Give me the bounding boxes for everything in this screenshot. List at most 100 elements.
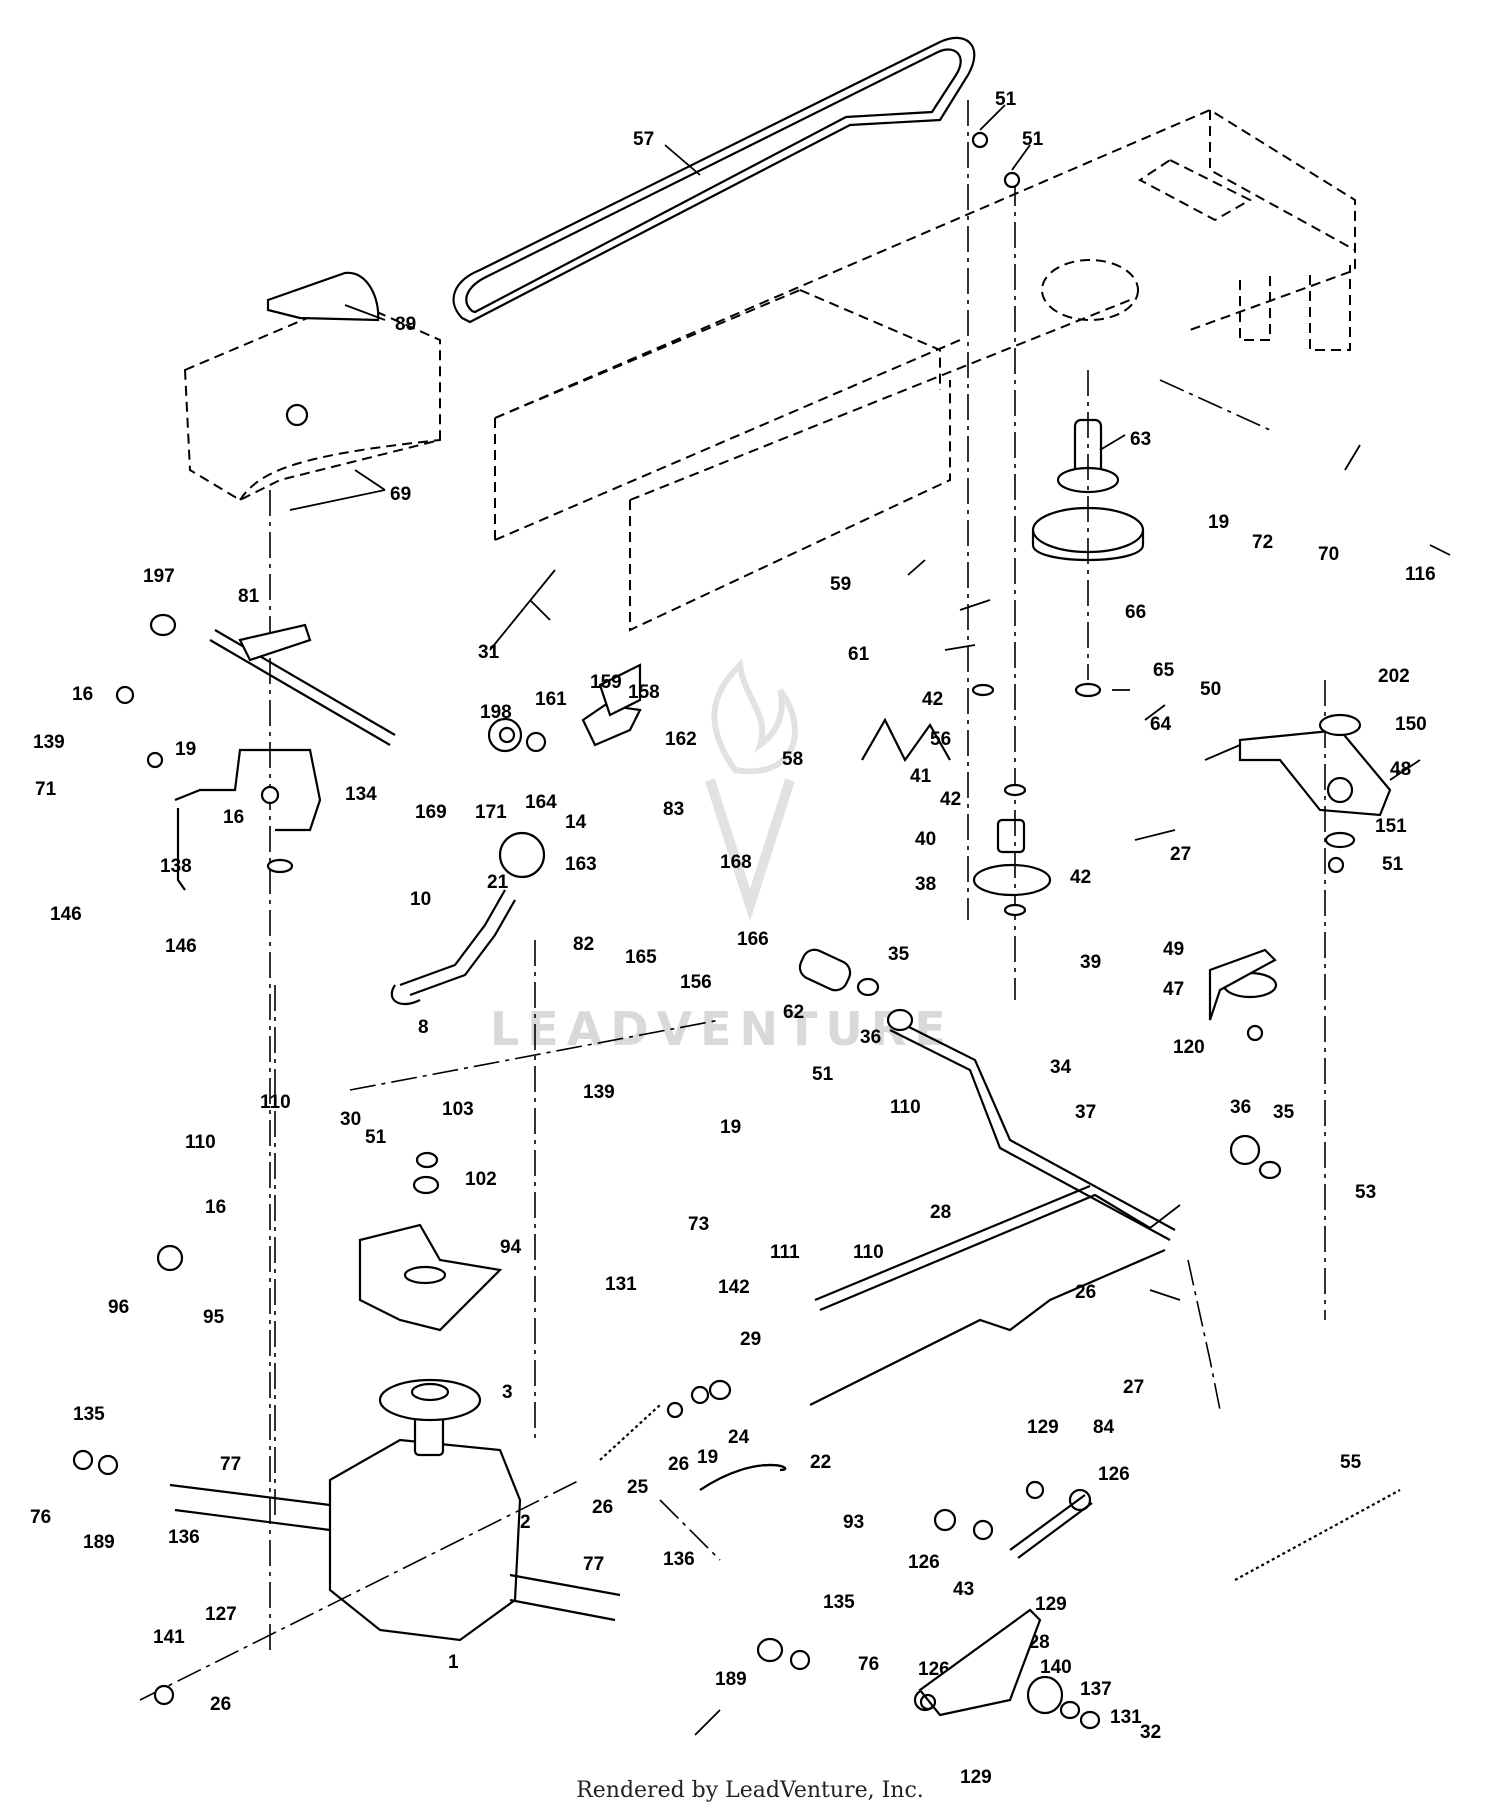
shift-linkage [798,948,1176,1406]
callout-label: 77 [583,1554,604,1575]
callout-label: 24 [728,1427,750,1448]
callout-label: 35 [888,944,910,965]
hardware [72,131,1362,1730]
transaxle [169,1408,621,1642]
callout-label: 42 [922,689,943,710]
callout-label: 47 [1163,979,1184,1000]
callout-label: 36 [860,1027,881,1048]
callout-label: 39 [1080,952,1101,973]
callout-label: 93 [843,1512,864,1533]
callout-label: 129 [1027,1417,1059,1438]
callout-label: 56 [930,729,951,750]
callout-labels: 57 51 51 89 69 63 19 72 70 116 197 81 31… [30,89,1436,1788]
callout-label: 120 [1173,1037,1205,1058]
callout-label: 55 [1340,1452,1362,1473]
callout-label: 26 [592,1497,613,1518]
callout-label: 61 [848,644,870,665]
callout-label: 96 [108,1297,129,1318]
callout-label: 139 [33,732,65,753]
callout-label: 136 [168,1527,200,1548]
leader-lines [289,104,1451,1736]
callout-label: 131 [1110,1707,1142,1728]
callout-label: 110 [260,1092,291,1113]
callout-label: 64 [1150,714,1172,735]
callout-label: 51 [1022,129,1044,150]
callout-label: 43 [953,1579,974,1600]
callout-label: 30 [340,1109,361,1130]
callout-label: 76 [30,1507,51,1528]
callout-label: 163 [565,854,597,875]
callout-label: 26 [210,1694,231,1715]
callout-label: 53 [1355,1182,1376,1203]
callout-label: 32 [1140,1722,1161,1743]
compression-spring [599,1404,661,1461]
callout-label: 168 [720,852,752,873]
callout-label: 48 [1390,759,1411,780]
callout-label: 146 [50,904,82,925]
callout-label: 28 [930,1202,951,1223]
callout-label: 25 [627,1477,649,1498]
callout-label: 110 [890,1097,921,1118]
callout-label: 138 [160,856,192,877]
callout-label: 29 [740,1329,761,1350]
linkage-rod [174,748,322,891]
callout-label: 49 [1163,939,1184,960]
shift-lever [390,831,546,1006]
callout-label: 110 [853,1242,884,1263]
callout-label: 69 [390,484,411,505]
watermark: LEADVENTURE [490,658,946,1056]
callout-label: 58 [782,749,803,770]
callout-label: 197 [143,566,175,587]
hose [699,1463,787,1491]
callout-label: 129 [960,1767,992,1788]
callout-label: 21 [487,872,509,893]
callout-label: 158 [628,682,660,703]
callout-label: 22 [810,1452,831,1473]
callout-label: 94 [500,1237,522,1258]
callout-label: 40 [915,829,936,850]
callout-label: 51 [995,89,1017,110]
callout-label: 198 [480,702,512,723]
callout-label: 89 [395,314,416,335]
callout-label: 76 [858,1654,879,1675]
callout-label: 42 [940,789,961,810]
callout-label: 136 [663,1549,695,1570]
callout-label: 111 [770,1242,800,1263]
render-credit: Rendered by LeadVenture, Inc. [576,1778,924,1803]
callout-label: 84 [1093,1417,1115,1438]
callout-label: 141 [153,1627,185,1648]
callout-label: 127 [205,1604,237,1625]
callout-label: 37 [1075,1102,1096,1123]
callout-label: 95 [203,1307,225,1328]
callout-label: 82 [573,934,594,955]
callout-label: 139 [583,1082,615,1103]
callout-label: 27 [1170,844,1191,865]
callout-label: 146 [165,936,197,957]
callout-label: 51 [812,1064,834,1085]
idler-arm [1208,728,1392,1021]
callout-label: 189 [715,1669,747,1690]
callout-label: 83 [663,799,684,820]
callout-label: 72 [1252,532,1273,553]
tractor-frame [494,108,1356,632]
callout-label: 129 [1035,1594,1067,1615]
callout-label: 161 [535,689,567,710]
callout-label: 59 [830,574,851,595]
callout-label: 202 [1378,666,1410,687]
callout-label: 171 [475,802,507,823]
drive-belt [452,36,976,324]
assembly-axes [139,100,1326,1701]
callout-label: 14 [565,812,587,833]
callout-label: 16 [223,807,244,828]
callout-label: 62 [783,1002,804,1023]
callout-label: 34 [1050,1057,1072,1078]
callout-label: 135 [73,1404,105,1425]
callout-label: 19 [1208,512,1229,533]
callout-label: 38 [915,874,936,895]
fan-and-pulley [358,1223,503,1422]
callout-label: 165 [625,947,657,968]
callout-label: 73 [688,1214,709,1235]
callout-label: 26 [668,1454,689,1475]
callout-label: 8 [418,1017,429,1038]
